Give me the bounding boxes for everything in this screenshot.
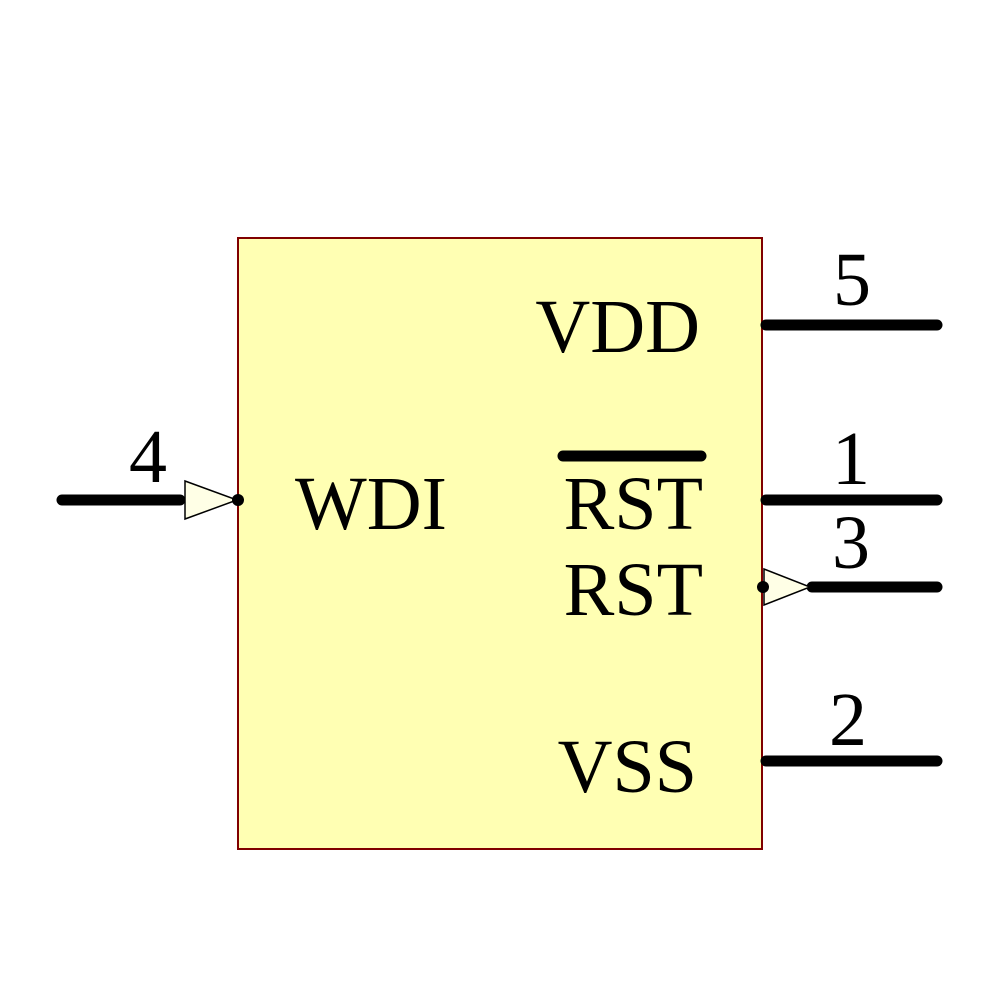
pin-endpoint-dot-wdi <box>232 494 244 506</box>
pin-number-rst-n: 1 <box>832 417 870 501</box>
input-arrow-icon <box>184 479 240 521</box>
output-arrow-icon <box>763 567 813 607</box>
pin-name-vdd: VDD <box>535 285 700 369</box>
pin-number-vss: 2 <box>829 678 867 762</box>
pin-endpoint-dot-rst <box>757 581 769 593</box>
component-body[interactable] <box>237 237 763 850</box>
pin-number-vdd: 5 <box>833 238 871 322</box>
pin-name-rst: RST <box>563 548 703 632</box>
pin-name-vss: VSS <box>557 725 697 809</box>
pin-number-wdi: 4 <box>129 415 167 499</box>
pin-number-rst: 3 <box>832 501 870 585</box>
pin-name-wdi: WDI <box>295 462 447 546</box>
pin-name-rst-n: RST <box>563 462 703 546</box>
